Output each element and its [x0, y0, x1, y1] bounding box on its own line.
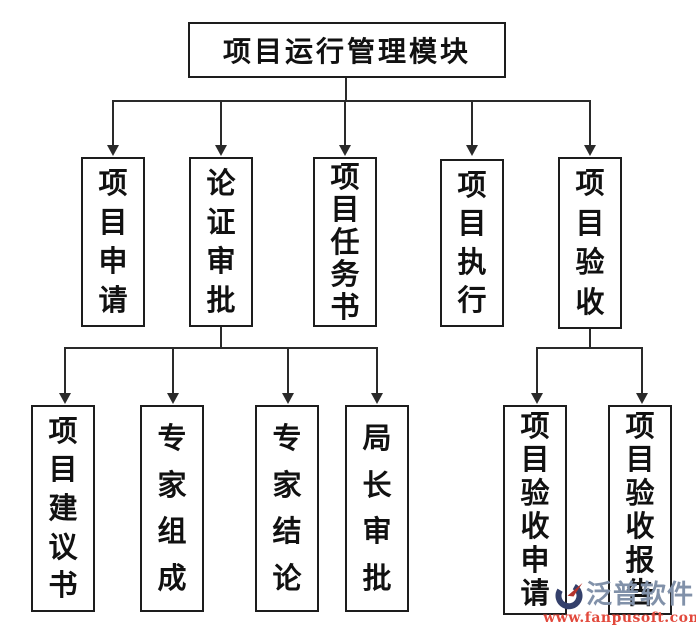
node-project-task-book: 项目任务书	[313, 157, 377, 327]
connector-line	[471, 100, 473, 146]
connector-line	[220, 327, 222, 347]
connector-line	[112, 100, 114, 146]
node-project-proposal: 项目建议书	[31, 405, 95, 612]
connector-line	[172, 347, 174, 394]
connector-line	[64, 347, 66, 394]
node-root: 项目运行管理模块	[188, 22, 506, 78]
connector-line	[641, 347, 643, 394]
arrow-down-icon	[584, 145, 596, 156]
connector-line	[344, 100, 346, 146]
arrow-down-icon	[339, 145, 351, 156]
connector-line	[287, 347, 289, 394]
node-acceptance-report: 项目验收报告	[608, 405, 672, 615]
node-review-approval: 论证审批	[189, 157, 253, 327]
node-acceptance-application: 项目验收申请	[503, 405, 567, 615]
node-label: 项目任务书	[330, 159, 360, 324]
arrow-down-icon	[107, 145, 119, 156]
node-label: 局长审批	[362, 421, 392, 595]
node-label: 项目验收报告	[625, 408, 655, 611]
connector-line	[220, 100, 222, 146]
node-root-label: 项目运行管理模块	[222, 35, 471, 68]
watermark-url: www.fanpusoft.com	[543, 610, 696, 626]
connector-line	[536, 347, 643, 349]
node-label: 项目验收申请	[520, 408, 550, 611]
arrow-down-icon	[59, 393, 71, 404]
node-label: 项目验收	[575, 166, 605, 319]
node-label: 项目建议书	[48, 413, 78, 603]
arrow-down-icon	[466, 145, 478, 156]
watermark-brand: 泛普软件	[585, 580, 694, 610]
node-expert-team: 专家组成	[140, 405, 204, 612]
node-expert-conclusion: 专家结论	[255, 405, 319, 612]
connector-line	[112, 100, 591, 102]
node-project-acceptance: 项目验收	[558, 157, 622, 329]
arrow-down-icon	[167, 393, 179, 404]
connector-line	[345, 78, 347, 100]
connector-line	[376, 347, 378, 394]
arrow-down-icon	[215, 145, 227, 156]
node-label: 项目申请	[98, 166, 128, 317]
node-project-execution: 项目执行	[440, 159, 504, 327]
arrow-down-icon	[371, 393, 383, 404]
watermark-row: 泛普软件	[553, 580, 694, 610]
connector-line	[536, 347, 538, 394]
node-label: 项目执行	[457, 167, 487, 318]
node-label: 专家组成	[157, 421, 187, 595]
connector-line	[64, 347, 378, 349]
node-label: 论证审批	[206, 166, 236, 317]
node-label: 专家结论	[272, 421, 302, 595]
watermark-logo-icon	[555, 582, 583, 610]
connector-line	[589, 329, 591, 347]
arrow-down-icon	[282, 393, 294, 404]
node-director-approval: 局长审批	[345, 405, 409, 612]
watermark: 泛普软件 www.fanpusoft.com	[543, 580, 696, 627]
node-project-application: 项目申请	[81, 157, 145, 327]
connector-line	[589, 100, 591, 146]
arrow-down-icon	[531, 393, 543, 404]
arrow-down-icon	[636, 393, 648, 404]
